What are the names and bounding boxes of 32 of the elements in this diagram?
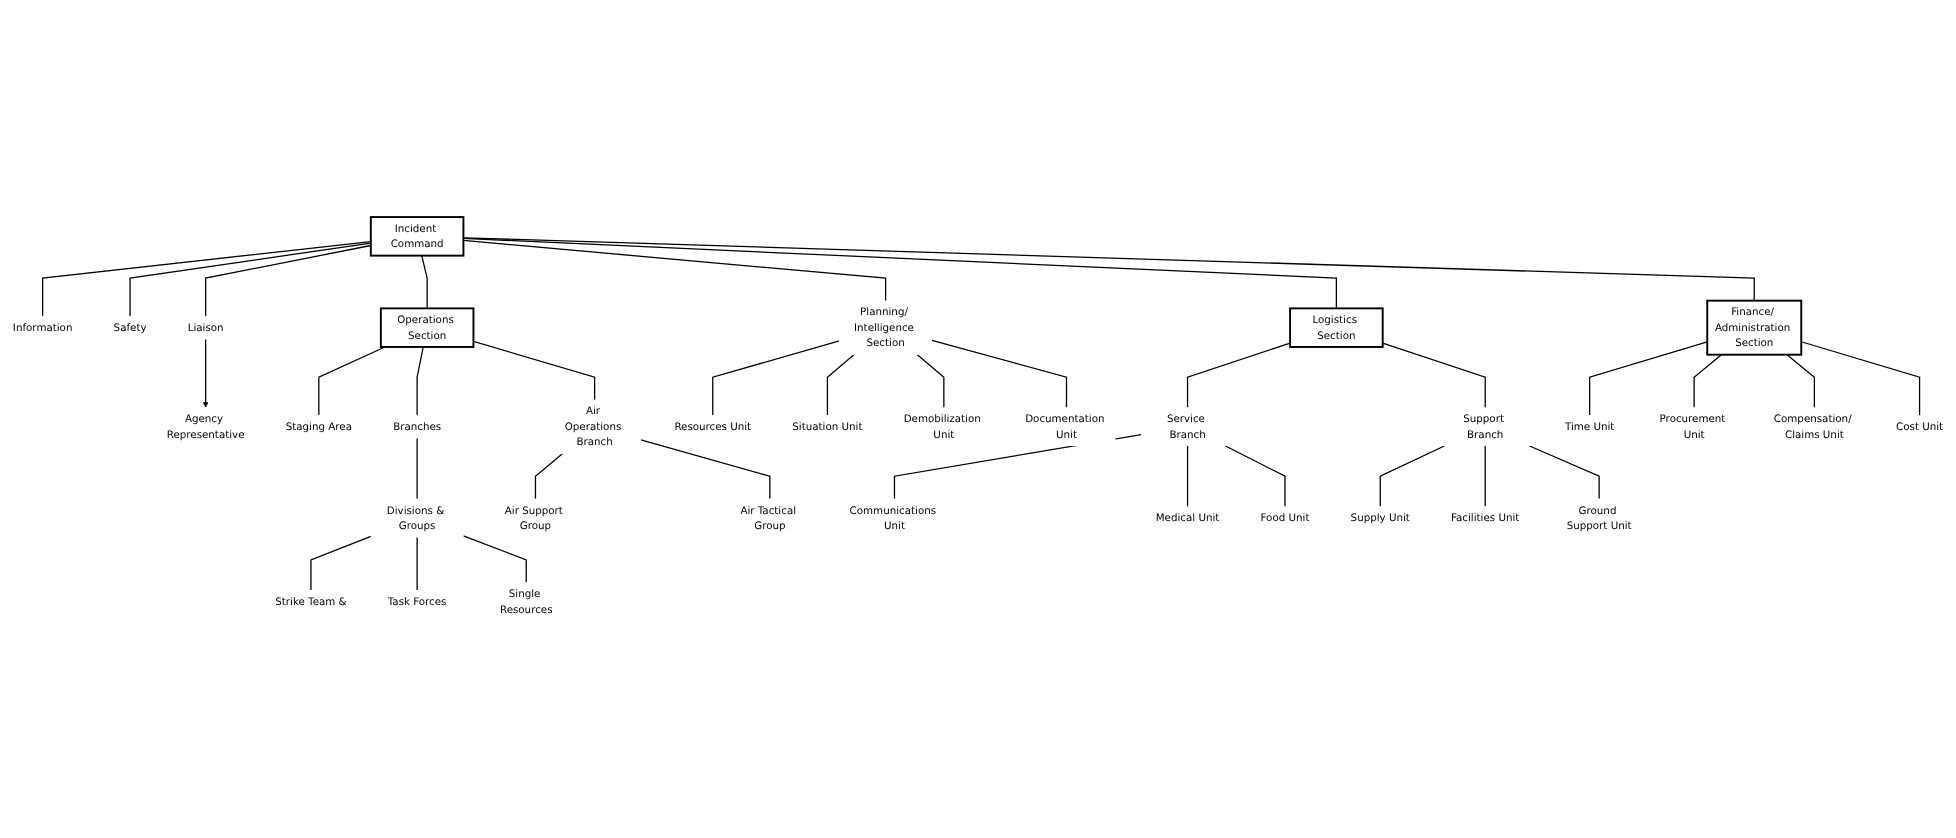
connector bbox=[462, 237, 1755, 302]
arrow bbox=[202, 338, 209, 408]
connector bbox=[1224, 445, 1286, 508]
connector bbox=[129, 242, 372, 317]
connector bbox=[712, 340, 840, 416]
connector bbox=[42, 240, 372, 317]
connector bbox=[1589, 341, 1708, 416]
connector bbox=[1786, 354, 1815, 409]
connector bbox=[1800, 341, 1921, 416]
connector bbox=[826, 354, 855, 416]
connector bbox=[931, 339, 1068, 409]
connector bbox=[1693, 354, 1723, 409]
connector bbox=[462, 237, 1338, 310]
connector bbox=[1484, 445, 1486, 508]
connector bbox=[1382, 342, 1486, 409]
connector bbox=[462, 239, 887, 302]
connector bbox=[310, 535, 372, 591]
connector bbox=[640, 439, 771, 500]
connector bbox=[205, 244, 372, 317]
connector bbox=[1528, 445, 1600, 500]
connector bbox=[916, 354, 945, 409]
connector bbox=[416, 536, 418, 591]
connector bbox=[534, 453, 563, 500]
connector bbox=[1186, 342, 1291, 409]
connector bbox=[1186, 445, 1189, 508]
connector bbox=[462, 535, 527, 583]
connector bbox=[421, 255, 428, 310]
connector bbox=[416, 437, 418, 500]
connector bbox=[318, 346, 386, 416]
connector bbox=[1379, 445, 1445, 508]
connector bbox=[472, 340, 596, 401]
connector bbox=[416, 346, 424, 416]
